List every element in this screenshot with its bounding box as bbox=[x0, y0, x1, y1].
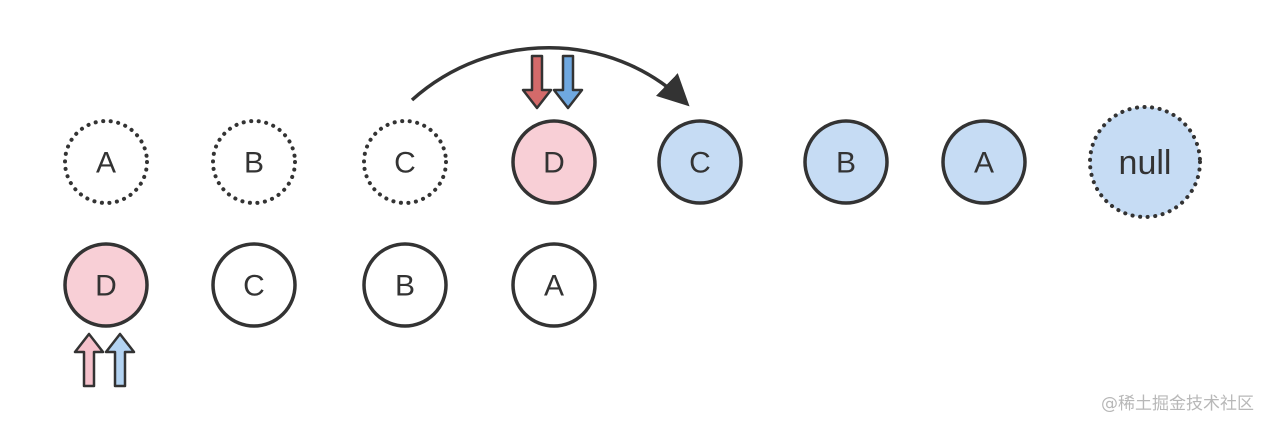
watermark-text: @稀土掘金技术社区 bbox=[1101, 394, 1254, 414]
top-node-d: D bbox=[511, 119, 597, 205]
node-label: D bbox=[543, 147, 565, 180]
curved-arrow bbox=[410, 46, 690, 107]
up-arrow-pink-icon bbox=[73, 332, 105, 388]
down-arrow-red-icon bbox=[521, 54, 553, 110]
node-label: A bbox=[96, 147, 116, 180]
node-label: D bbox=[95, 270, 117, 303]
node-circle bbox=[362, 242, 448, 328]
node-label: C bbox=[689, 147, 711, 180]
top-row: A B C D C B A null bbox=[63, 105, 1202, 219]
node-label: C bbox=[243, 270, 265, 303]
node-circle bbox=[63, 119, 149, 205]
node-label: null bbox=[1119, 144, 1172, 182]
node-circle bbox=[511, 242, 597, 328]
node-circle bbox=[211, 242, 297, 328]
node-circle bbox=[657, 119, 743, 205]
bottom-node-c: C bbox=[211, 242, 297, 328]
top-node-a: A bbox=[63, 119, 149, 205]
node-circle bbox=[511, 119, 597, 205]
node-label: B bbox=[395, 270, 415, 303]
top-node-a-blue: A bbox=[941, 119, 1027, 205]
top-node-c: C bbox=[362, 119, 448, 205]
node-circle bbox=[63, 242, 149, 328]
node-circle bbox=[211, 119, 297, 205]
bottom-node-d: D bbox=[63, 242, 149, 328]
node-label: A bbox=[544, 270, 564, 303]
node-label: A bbox=[974, 147, 994, 180]
node-label: B bbox=[244, 147, 264, 180]
up-arrow-blue-icon bbox=[104, 332, 136, 388]
node-circle bbox=[1088, 105, 1202, 219]
node-circle bbox=[941, 119, 1027, 205]
node-label: B bbox=[836, 147, 856, 180]
bottom-row: D C B A bbox=[63, 242, 597, 328]
top-node-b: B bbox=[211, 119, 297, 205]
node-circle bbox=[362, 119, 448, 205]
top-node-null: null bbox=[1088, 105, 1202, 219]
top-node-b-blue: B bbox=[803, 119, 889, 205]
node-circle bbox=[803, 119, 889, 205]
down-arrow-blue-icon bbox=[552, 54, 584, 110]
bottom-node-b: B bbox=[362, 242, 448, 328]
node-label: C bbox=[394, 147, 416, 180]
top-node-c-blue: C bbox=[657, 119, 743, 205]
bottom-node-a: A bbox=[511, 242, 597, 328]
